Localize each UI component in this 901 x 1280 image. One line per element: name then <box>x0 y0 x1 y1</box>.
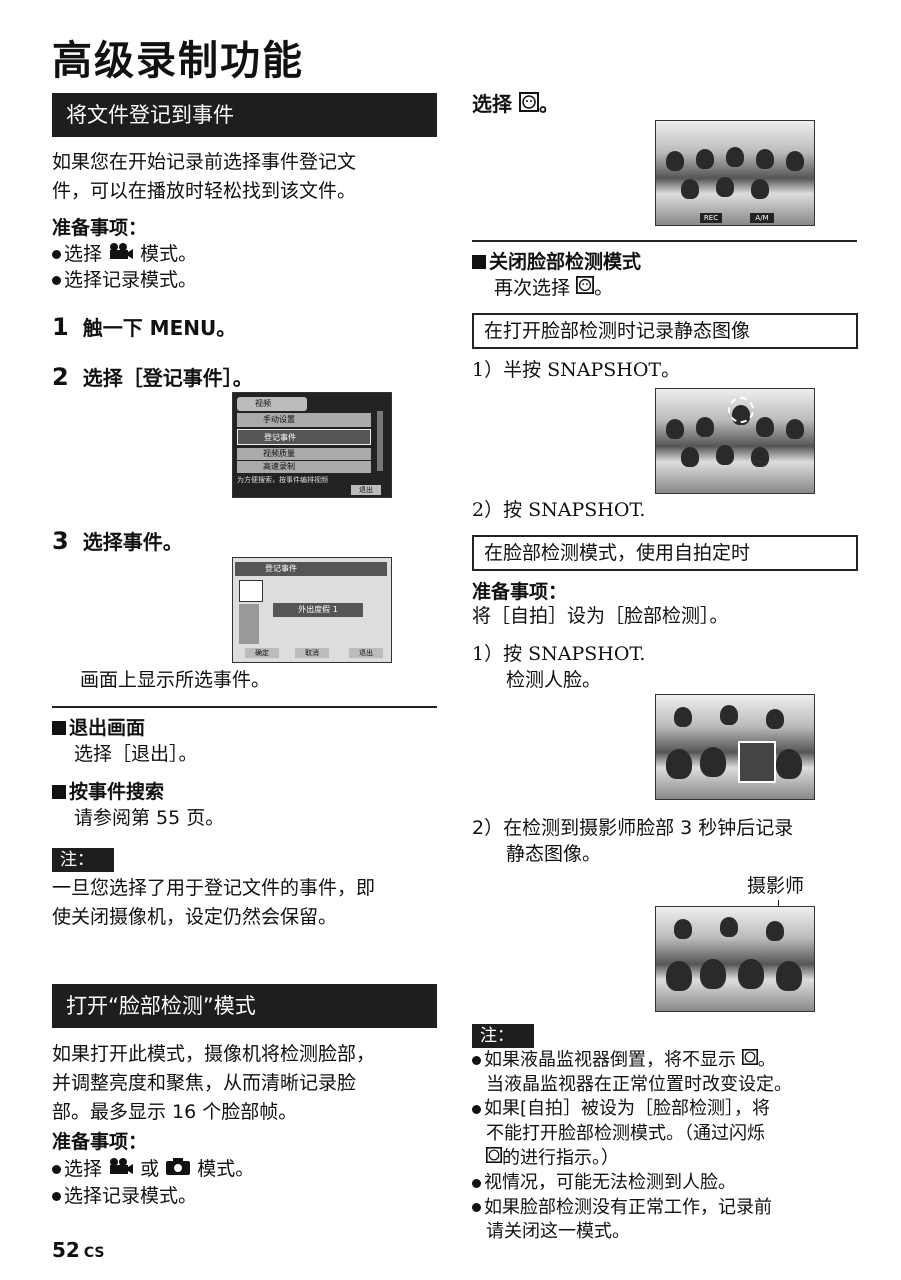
menu-item[interactable]: 高速录制 <box>237 461 371 473</box>
prep-item: 选择 模式。 <box>52 240 197 269</box>
search-by-event-text: 请参阅第 55 页。 <box>74 807 225 829</box>
menu-item-selected[interactable]: 登记事件 <box>237 429 371 445</box>
team-photo-capture <box>655 906 815 1012</box>
focus-circle-icon <box>728 397 754 423</box>
self-timer-step-2b: 静态图像。 <box>506 843 602 865</box>
cancel-button[interactable]: 取消 <box>295 648 329 658</box>
face-detect-icon <box>741 1048 758 1073</box>
note-item-cont: 当液晶监视器在正常位置时改变设定。 <box>486 1073 792 1095</box>
page-title: 高级录制功能 <box>52 38 304 84</box>
section2-intro: 如果打开此模式，摄像机将检测脸部， 并调整亮度和聚焦，从而清晰记录脸 部。最多显… <box>52 1043 376 1123</box>
palm-icon[interactable] <box>239 580 263 602</box>
prep-item: 选择 或 模式。 <box>52 1155 254 1184</box>
menu-item[interactable]: 手动设置 <box>237 413 371 427</box>
rec-indicator: REC <box>700 213 722 223</box>
square-bullet-icon <box>52 721 66 735</box>
note-label: 注： <box>472 1024 534 1048</box>
square-bullet-icon <box>472 255 486 269</box>
snapshot-step-2: 2）按 SNAPSHOT. <box>472 499 646 521</box>
face-detect-icon <box>576 274 595 303</box>
section1-intro: 如果您在开始记录前选择事件登记文 件，可以在播放时轻松找到该文件。 <box>52 148 356 206</box>
note-text: 一旦您选择了用于登记文件的事件，即 使关闭摄像机，设定仍然会保留。 <box>52 877 376 928</box>
turn-off-face-detect-title: 关闭脸部检测模式 <box>472 248 641 277</box>
menu-item[interactable]: 视频质量 <box>237 448 371 460</box>
self-timer-step-1: 1）按 SNAPSHOT. <box>472 643 646 665</box>
note-item: 视情况，可能无法检测到人脸。 <box>472 1171 792 1196</box>
intro-line: 如果您在开始记录前选择事件登记文 <box>52 151 357 173</box>
bullet-icon <box>472 1203 481 1212</box>
event-screen-title: 登记事件 <box>235 562 387 576</box>
confirm-button[interactable]: 确定 <box>245 648 279 658</box>
note-label: 注： <box>52 848 114 872</box>
prep-text: 将［自拍］设为［脸部检测］。 <box>472 605 729 627</box>
menu-hint: 为方便搜索，按事件编排视频 <box>237 476 328 484</box>
exit-button[interactable]: 退出 <box>351 485 381 495</box>
team-photo-photographer-detect <box>655 694 815 800</box>
event-screenshot: 登记事件 外出度假 1 确定 取消 退出 <box>232 557 392 663</box>
event-icon-list[interactable] <box>239 604 259 644</box>
auto-manual-indicator: A/M <box>750 213 774 223</box>
face-detect-icon <box>486 1146 502 1171</box>
prep-title: 准备事项： <box>52 1131 148 1153</box>
section-header-face-detection: 打开“脸部检测”模式 <box>52 984 437 1028</box>
note-item: 如果脸部检测没有正常工作，记录前 <box>472 1196 792 1221</box>
scrollbar[interactable] <box>377 411 383 471</box>
divider <box>472 240 857 242</box>
exit-screen-text: 选择［退出］。 <box>74 743 198 765</box>
square-bullet-icon <box>52 785 66 799</box>
bullet-icon <box>52 1165 61 1174</box>
note-item-cont: 请关闭这一模式。 <box>486 1221 630 1242</box>
exit-screen-title: 退出画面 <box>52 714 145 743</box>
prep-item: 选择记录模式。 <box>52 1182 197 1211</box>
team-photo-face-detect: REC A/M <box>655 120 815 226</box>
bullet-icon <box>52 250 61 259</box>
self-timer-step-2: 2）在检测到摄影师脸部 3 秒钟后记录 <box>472 817 794 839</box>
box-heading-snapshot: 在打开脸部检测时记录静态图像 <box>472 313 858 349</box>
bullet-icon <box>472 1055 481 1065</box>
menu-screenshot: 视频 手动设置 登记事件 视频质量 高速录制 为方便搜索，按事件编排视频 退出 <box>232 392 392 498</box>
prep-title: 准备事项： <box>52 217 148 239</box>
bullet-icon <box>472 1178 481 1188</box>
bullet-icon <box>52 276 61 285</box>
team-photo-half-press <box>655 388 815 494</box>
self-timer-step-1b: 检测人脸。 <box>506 669 602 691</box>
snapshot-step-1: 1）半按 SNAPSHOT。 <box>472 359 681 381</box>
face-frame-icon <box>738 741 776 783</box>
photographer-label: 摄影师 <box>747 875 805 897</box>
note-item-cont: 不能打开脸部检测模式。（通过闪烁 <box>486 1122 765 1144</box>
box-heading-self-timer: 在脸部检测模式，使用自拍定时 <box>472 535 858 571</box>
face-detect-icon <box>518 91 539 120</box>
notes-list: 如果液晶监视器倒置，将不显示 。 当液晶监视器在正常位置时改变设定。 如果[自拍… <box>472 1048 792 1245</box>
video-mode-icon <box>108 1155 134 1184</box>
select-instruction: 选择 。 <box>472 90 559 120</box>
exit-button[interactable]: 退出 <box>349 648 383 658</box>
section-header-register-event: 将文件登记到事件 <box>52 93 437 137</box>
menu-item[interactable]: 视频 <box>237 397 307 411</box>
note-item: 如果液晶监视器倒置，将不显示 。 <box>472 1048 792 1073</box>
note-item-cont: 的进行指示。） <box>472 1146 792 1171</box>
bullet-icon <box>52 1192 61 1201</box>
note-item: 如果[自拍］被设为［脸部检测］，将 <box>472 1097 792 1122</box>
after-step3-text: 画面上显示所选事件。 <box>80 669 271 691</box>
prep-item: 选择记录模式。 <box>52 266 197 295</box>
video-mode-icon <box>108 240 134 269</box>
prep-title: 准备事项： <box>472 581 568 603</box>
intro-line: 件，可以在播放时轻松找到该文件。 <box>52 180 357 202</box>
search-by-event-title: 按事件搜索 <box>52 778 164 807</box>
bullet-icon <box>472 1104 481 1114</box>
camera-mode-icon <box>165 1155 191 1184</box>
selected-event[interactable]: 外出度假 1 <box>273 603 363 617</box>
turn-off-face-detect-text: 再次选择 。 <box>494 274 613 303</box>
divider <box>52 706 437 708</box>
